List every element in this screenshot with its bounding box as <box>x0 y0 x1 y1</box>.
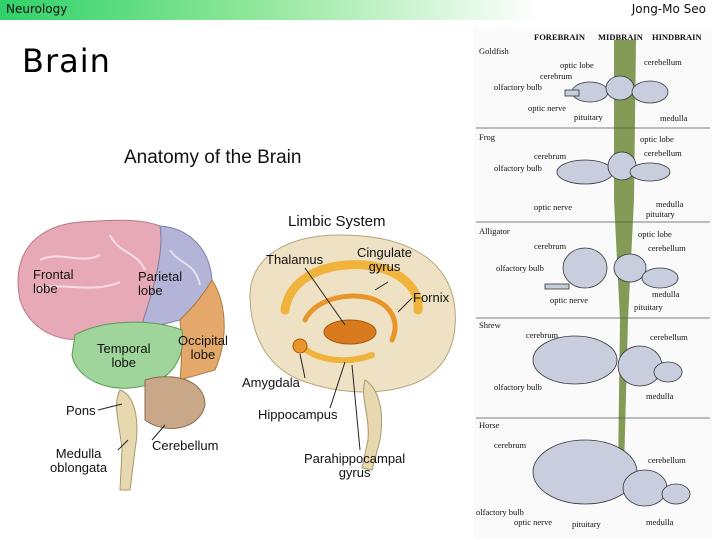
goldfish-name: Goldfish <box>479 46 509 56</box>
goldfish-optic-lobe: optic lobe <box>560 60 594 70</box>
lateral-brain-illustration <box>17 219 225 491</box>
thalamus-shape <box>323 319 377 345</box>
shrew-cerebellum: cerebellum <box>650 332 688 342</box>
limbic-brainstem-shape <box>361 379 383 471</box>
frog-brain <box>556 151 671 185</box>
alligator-cerebrum: cerebrum <box>534 241 567 251</box>
thalamus-label: Thalamus <box>266 252 324 267</box>
author-name: Jong-Mo Seo <box>631 2 706 16</box>
frog-olfactory: olfactory bulb <box>494 163 542 173</box>
alligator-pituitary: pituitary <box>634 302 663 312</box>
frog-optic-nerve: optic nerve <box>534 202 572 212</box>
header-bar: Neurology Jong-Mo Seo <box>0 0 720 20</box>
horse-medulla: medulla <box>646 517 674 527</box>
horse-brain <box>532 439 691 507</box>
horse-olfactory: olfactory bulb <box>476 507 524 517</box>
forebrain-header: FOREBRAIN <box>534 32 586 42</box>
shrew-cerebrum: cerebrum <box>526 330 559 340</box>
hippocampus-label: Hippocampus <box>258 407 338 422</box>
alligator-optic-nerve: optic nerve <box>550 295 588 305</box>
limbic-fornix-shape <box>302 293 398 343</box>
horse-pituitary: pituitary <box>572 519 601 529</box>
goldfish-brain <box>564 75 669 104</box>
goldfish-cerebrum: cerebrum <box>540 71 573 81</box>
horse-cerebrum: cerebrum <box>494 440 527 450</box>
frontal-lobe-label: Frontal lobe <box>33 267 74 296</box>
cerebellum-shape <box>144 376 206 429</box>
alligator-medulla: medulla <box>652 289 680 299</box>
horse-cerebellum: cerebellum <box>648 455 686 465</box>
frog-medulla: medulla <box>656 199 684 209</box>
shrew-brain <box>532 335 683 387</box>
frog-name: Frog <box>479 132 496 142</box>
goldfish-olfactory: olfactory bulb <box>494 82 542 92</box>
temporal-lobe-label: Temporal lobe <box>97 341 151 370</box>
goldfish-medulla: medulla <box>660 113 688 123</box>
pons-label: Pons <box>66 403 96 418</box>
parietal-lobe-label: Parietal lobe <box>138 269 183 298</box>
hindbrain-header: HINDBRAIN <box>652 32 702 42</box>
anatomy-figure <box>17 219 456 491</box>
frog-cerebellum: cerebellum <box>644 148 682 158</box>
cingulate-gyrus-label: Cingulate gyrus <box>357 245 412 274</box>
shrew-name: Shrew <box>479 320 501 330</box>
brainstem-shape <box>116 389 138 491</box>
course-name: Neurology <box>6 2 68 16</box>
alligator-name: Alligator <box>479 226 510 236</box>
brain-evolution-figure <box>474 28 712 538</box>
goldfish-cerebellum: cerebellum <box>644 57 682 67</box>
fornix-label: Fornix <box>413 290 450 305</box>
shrew-olfactory: olfactory bulb <box>494 382 542 392</box>
medulla-label: Medulla oblongata <box>50 446 108 475</box>
alligator-cerebellum: cerebellum <box>648 243 686 253</box>
frog-cerebrum: cerebrum <box>534 151 567 161</box>
amygdala-shape <box>292 338 308 354</box>
occipital-lobe-shape <box>179 279 225 381</box>
horse-name: Horse <box>479 420 500 430</box>
limbic-heading: Limbic System <box>288 213 386 230</box>
goldfish-pituitary: pituitary <box>574 112 603 122</box>
occipital-lobe-label: Occipital lobe <box>178 333 228 362</box>
frog-pituitary: pituitary <box>646 209 675 219</box>
parahippocampal-gyrus-label: Parahippocampal gyrus <box>304 451 406 480</box>
shrew-medulla: medulla <box>646 391 674 401</box>
midbrain-header: MIDBRAIN <box>598 32 643 42</box>
horse-optic-nerve: optic nerve <box>514 517 552 527</box>
slide-title: Brain <box>22 42 111 80</box>
frog-optic-lobe: optic lobe <box>640 134 674 144</box>
cerebellum-label: Cerebellum <box>152 438 219 453</box>
alligator-olfactory: olfactory bulb <box>496 263 544 273</box>
alligator-optic-lobe: optic lobe <box>638 229 672 239</box>
anatomy-heading: Anatomy of the Brain <box>124 147 302 168</box>
limbic-cingulate-shape <box>280 260 423 315</box>
alligator-brain <box>544 247 679 290</box>
amygdala-label: Amygdala <box>242 375 300 390</box>
goldfish-optic-nerve: optic nerve <box>528 103 566 113</box>
temporal-lobe-shape <box>71 321 184 389</box>
limbic-brain-illustration <box>249 234 456 471</box>
